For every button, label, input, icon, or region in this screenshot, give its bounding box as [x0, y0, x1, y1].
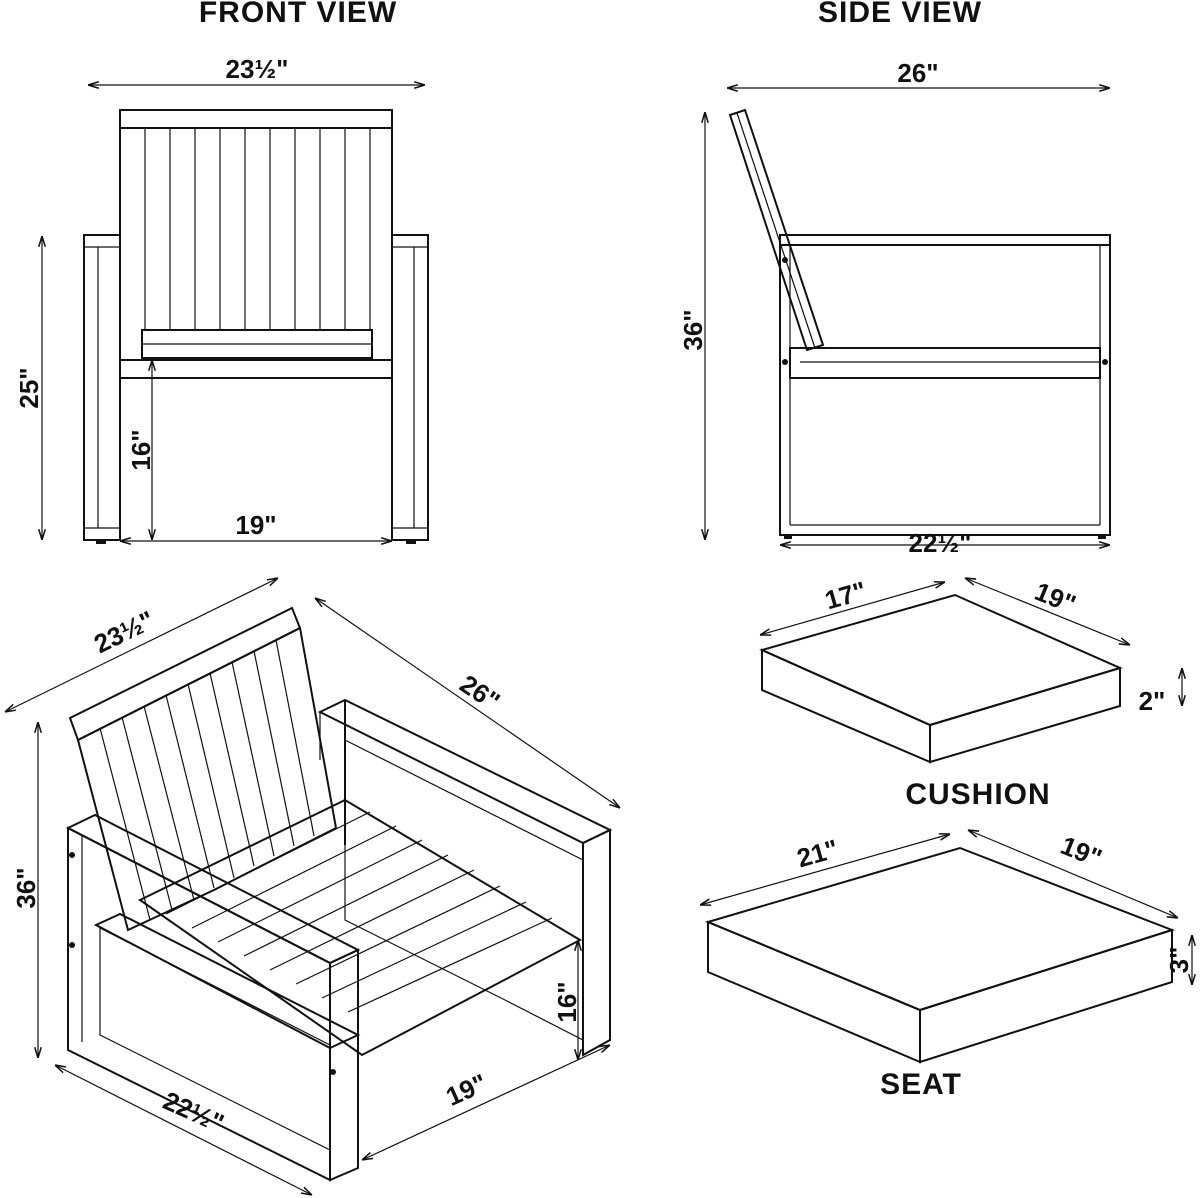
side-frame	[779, 244, 1111, 536]
side-arm-top	[779, 234, 1111, 246]
iso-near-arm-front	[329, 948, 359, 1182]
front-right-arm-panel	[391, 234, 429, 541]
cushion-thickness-label: 2"	[1139, 686, 1166, 716]
cushion-width-label: 19"	[1031, 576, 1080, 619]
isometric-chair: 23½" 26" 36"	[5, 578, 620, 1195]
side-backrest	[728, 108, 825, 352]
seat-title: SEAT	[880, 1068, 962, 1101]
side-view-title: SIDE VIEW	[818, 0, 982, 29]
cushion-title: CUSHION	[905, 778, 1050, 811]
front-backrest-slats	[144, 128, 371, 330]
side-base-depth-label: 22½"	[909, 528, 972, 558]
front-seat-height-label: 16"	[126, 429, 156, 470]
front-backrest-top-rail	[119, 109, 393, 129]
iso-width-dimension-line	[5, 578, 278, 712]
cushion-left-face	[761, 648, 931, 764]
seat-thickness-label: 3"	[1164, 947, 1194, 974]
seat-width-label: 19"	[1057, 830, 1106, 873]
cushion: 17" 19" 2" CUSHION	[760, 575, 1182, 811]
iso-inner-width-dimension-line	[362, 1045, 610, 1160]
seat-width-dimension-line	[968, 830, 1178, 918]
front-view: FRONT VIEW 23½"	[14, 0, 429, 544]
iso-width-label: 23½"	[89, 605, 159, 660]
seat-cushion: 21" 19" 3" SEAT	[700, 830, 1194, 1101]
iso-seat-height-label: 16"	[552, 981, 582, 1022]
cushion-length-label: 17"	[822, 575, 870, 615]
iso-base-depth-label: 22½"	[159, 1085, 229, 1138]
front-view-title: FRONT VIEW	[199, 0, 397, 29]
iso-inner-width-label: 19"	[441, 1068, 491, 1112]
front-height-label: 25"	[14, 367, 44, 408]
cushion-right-face	[929, 666, 1121, 764]
iso-far-arm-front	[582, 828, 611, 1057]
iso-near-arm-top	[65, 813, 361, 965]
front-left-arm-panel	[83, 234, 121, 541]
iso-base-depth-dimension-line	[55, 1065, 312, 1195]
seat-top-face	[705, 846, 1176, 1012]
iso-backrest-panel	[76, 626, 338, 932]
iso-near-arm-opening	[99, 927, 331, 1151]
side-view: SIDE VIEW 26" 36" 22½"	[678, 0, 1111, 558]
front-seat-rail	[119, 359, 393, 379]
iso-backrest-slats	[99, 639, 315, 921]
iso-depth-label: 26"	[455, 669, 506, 717]
seat-length-dimension-line	[700, 834, 950, 905]
side-seat-rail	[789, 347, 1101, 379]
cushion-length-dimension-line	[760, 582, 945, 635]
side-height-label: 36"	[678, 309, 708, 350]
front-width-label: 23½"	[226, 54, 289, 84]
iso-height-label: 36"	[11, 867, 41, 908]
iso-front-seat-rail	[93, 912, 361, 1050]
seat-right-face	[919, 928, 1173, 1064]
front-backrest-frame	[119, 127, 393, 361]
cushion-width-dimension-line	[965, 578, 1130, 645]
seat-left-face	[707, 920, 921, 1064]
front-inner-width-label: 19"	[235, 510, 276, 540]
side-depth-label: 26"	[897, 58, 938, 88]
iso-depth-dimension-line	[315, 598, 620, 808]
